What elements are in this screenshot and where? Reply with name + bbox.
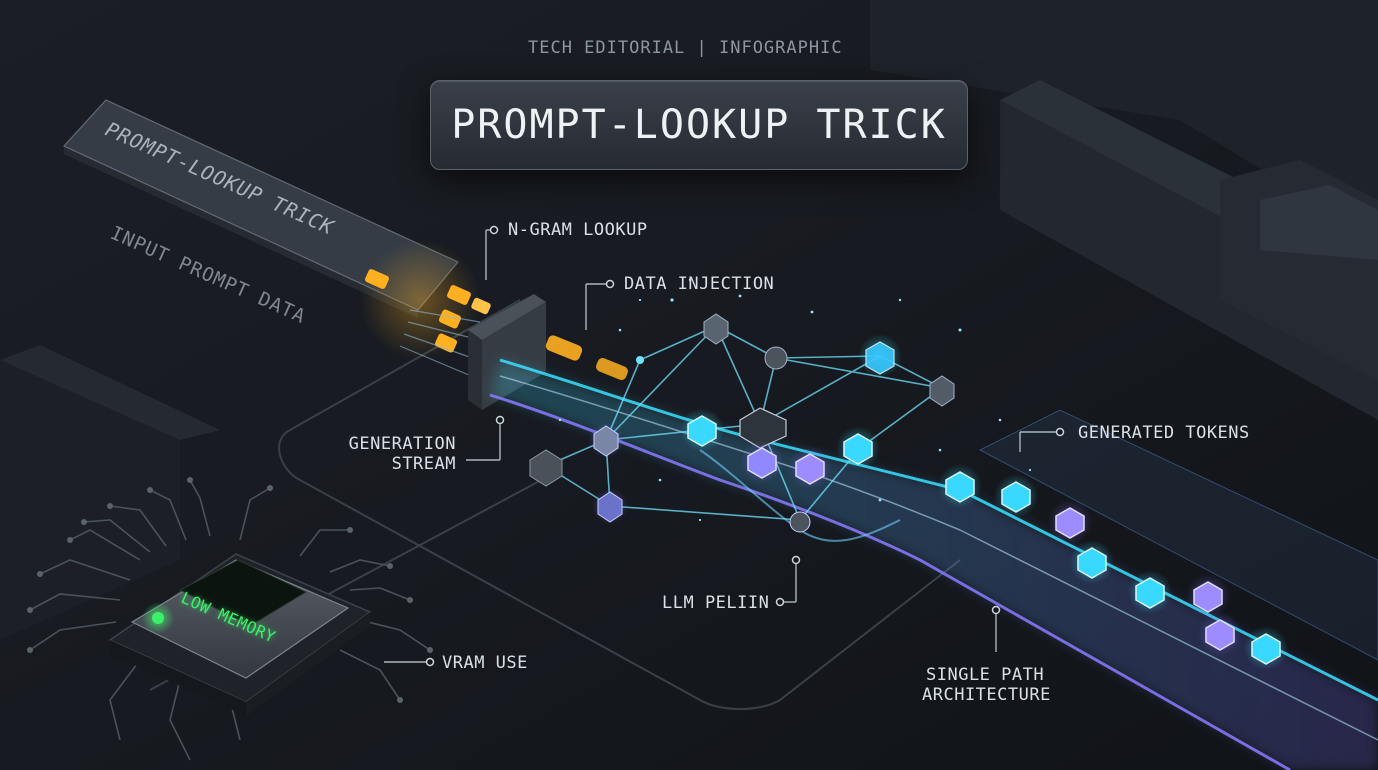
token-hex xyxy=(1244,626,1288,670)
token-hex xyxy=(1048,500,1092,544)
token-hex xyxy=(680,408,724,452)
token-hex xyxy=(740,440,784,484)
network-node xyxy=(789,511,811,533)
callout-generated-tokens: GENERATED TOKENS xyxy=(1078,423,1250,443)
token-hex xyxy=(938,464,982,508)
callout-single-path-line1: SINGLE PATH xyxy=(926,665,1045,685)
token-hex xyxy=(1128,570,1172,614)
network-node xyxy=(592,488,628,524)
token-hex xyxy=(1070,540,1114,584)
amber-token xyxy=(365,269,389,289)
glass-side-panel xyxy=(978,409,1378,661)
amber-token-cluster xyxy=(360,240,491,360)
amber-token xyxy=(447,285,471,305)
callout-ngram-lookup: N-GRAM LOOKUP xyxy=(508,220,648,240)
network-node xyxy=(929,375,955,407)
amber-token xyxy=(434,333,458,353)
network-node xyxy=(739,407,787,449)
callout-single-path-line2: ARCHITECTURE xyxy=(922,685,1051,705)
background-blocks xyxy=(0,0,1378,440)
callout-data-injection: DATA INJECTION xyxy=(624,274,775,294)
vram-chip xyxy=(27,477,433,761)
amber-token xyxy=(471,297,491,315)
amber-token xyxy=(596,358,628,380)
token-hex xyxy=(994,474,1038,518)
token-hex xyxy=(1186,574,1230,618)
generated-token-chain xyxy=(680,408,1288,670)
network-node xyxy=(764,346,788,370)
callout-dots xyxy=(425,225,1065,667)
callout-generation-stream-line1: GENERATION xyxy=(348,434,456,454)
network-node xyxy=(858,334,902,378)
network-node xyxy=(588,422,624,458)
callout-vram-use: VRAM USE xyxy=(442,653,528,673)
title-panel: PROMPT-LOOKUP TRICK xyxy=(430,80,968,170)
token-hex xyxy=(788,446,832,490)
particles xyxy=(558,278,1032,522)
stream-tokens xyxy=(545,335,628,380)
network-node xyxy=(529,449,563,487)
callout-llm-pipeline: LLM PELIIN xyxy=(662,593,770,613)
network-node xyxy=(636,356,644,364)
token-hex xyxy=(836,426,880,470)
eyebrow-label: TECH EDITORIAL | INFOGRAPHIC xyxy=(528,38,843,58)
amber-token xyxy=(438,309,462,329)
network-node xyxy=(703,313,729,345)
llm-network xyxy=(529,313,955,533)
injection-lines xyxy=(399,309,481,379)
page-title: PROMPT-LOOKUP TRICK xyxy=(451,102,947,148)
callout-generation-stream-line2: STREAM xyxy=(391,454,456,474)
token-hex xyxy=(1198,612,1242,656)
amber-token xyxy=(545,335,583,361)
